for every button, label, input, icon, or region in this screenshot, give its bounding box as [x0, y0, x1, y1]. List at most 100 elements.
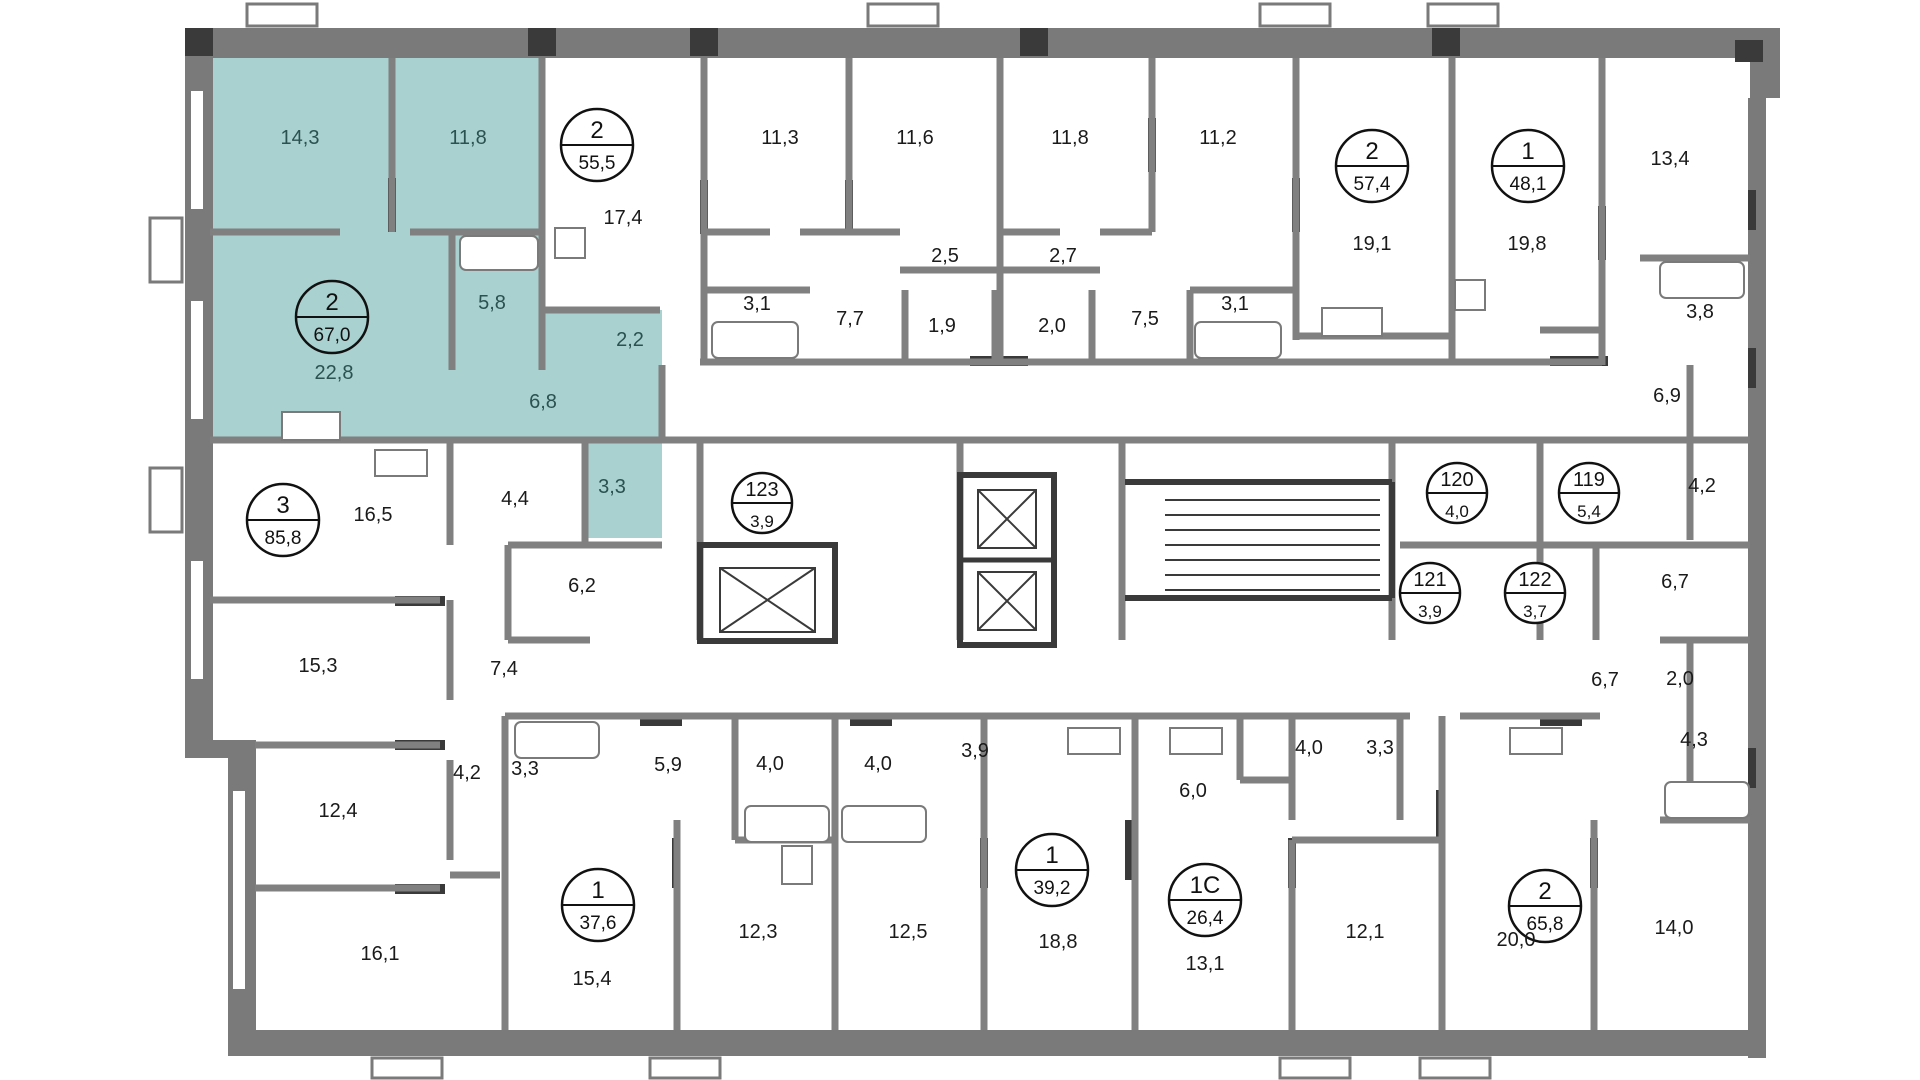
apartment-area: 67,0 — [314, 325, 351, 346]
room-area-label: 18,8 — [1039, 931, 1078, 953]
room-area-label: 2,0 — [1666, 668, 1694, 690]
room-area-label: 11,2 — [1199, 127, 1236, 149]
apartment-rooms: 120 — [1440, 469, 1473, 491]
room-area-label: 3,1 — [743, 293, 771, 315]
room-area-label: 4,3 — [1680, 729, 1708, 751]
room-area-label: 17,4 — [604, 207, 643, 229]
room-area-label: 12,4 — [319, 800, 358, 822]
apartment-marker-apt-1c-26[interactable]: 1С 26,4 — [1167, 862, 1243, 938]
room-area-label: 6,2 — [568, 575, 596, 597]
room-area-label: 7,4 — [490, 658, 518, 680]
room-area-label: 12,3 — [739, 921, 778, 943]
room-area-label: 6,7 — [1661, 571, 1689, 593]
apartment-marker-apt-2-65[interactable]: 265,8 — [1507, 868, 1583, 944]
apartment-marker-apt-2-57[interactable]: 257,4 — [1334, 128, 1410, 204]
room-area-label: 19,8 — [1508, 233, 1547, 255]
apartment-area: 55,5 — [579, 153, 616, 174]
room-area-label: 6,9 — [1653, 385, 1681, 407]
room-area-label: 3,1 — [1221, 293, 1249, 315]
apartment-rooms: 3 — [276, 492, 289, 519]
apartment-rooms: 122 — [1518, 569, 1551, 591]
room-area-label: 11,8 — [1051, 127, 1088, 149]
room-area-label: 12,5 — [889, 921, 928, 943]
apartment-marker-unit-122[interactable]: 122 3,7 — [1503, 561, 1567, 625]
elevator-core — [697, 472, 1395, 648]
apartment-rooms: 1С — [1190, 872, 1221, 899]
room-area-label: 15,3 — [299, 655, 338, 677]
room-area-label: 11,8 — [449, 127, 486, 149]
windows-top — [245, 2, 1500, 28]
room-area-label: 3,8 — [1686, 301, 1714, 323]
room-area-label: 16,5 — [354, 504, 393, 526]
apartment-rooms: 2 — [1538, 878, 1551, 905]
apartment-marker-apt-1-48[interactable]: 148,1 — [1490, 128, 1566, 204]
apartment-marker-unit-120[interactable]: 120 4,0 — [1425, 461, 1489, 525]
room-area-label: 3,3 — [511, 758, 539, 780]
apartment-marker-apt-3-85[interactable]: 385,8 — [245, 482, 321, 558]
apartment-area: 48,1 — [1510, 174, 1547, 195]
room-area-label: 11,6 — [896, 127, 933, 149]
apartment-marker-apt-2-55[interactable]: 255,5 — [559, 107, 635, 183]
room-area-label: 3,3 — [598, 476, 626, 498]
apartment-rooms: 2 — [325, 289, 338, 316]
room-area-label: 6,7 — [1591, 669, 1619, 691]
apartment-rooms: 119 — [1573, 469, 1605, 491]
interior-walls — [210, 58, 1750, 1030]
room-area-label: 5,8 — [478, 292, 506, 314]
room-area-label: 4,0 — [864, 753, 892, 775]
room-area-label: 2,7 — [1049, 245, 1077, 267]
apartment-area: 37,6 — [580, 913, 617, 934]
room-area-label: 5,9 — [654, 754, 682, 776]
apartment-area: 5,4 — [1577, 502, 1601, 521]
room-area-label: 20,0 — [1497, 929, 1536, 951]
room-area-label: 2,0 — [1038, 315, 1066, 337]
apartment-rooms: 1 — [591, 877, 604, 904]
apartment-area: 4,0 — [1445, 502, 1469, 521]
room-area-label: 4,0 — [756, 753, 784, 775]
apartment-area: 57,4 — [1354, 174, 1391, 195]
windows-left — [148, 89, 247, 991]
room-area-label: 12,1 — [1346, 921, 1385, 943]
apartment-area: 85,8 — [265, 528, 302, 549]
bathtubs — [459, 235, 1750, 843]
apartment-rooms: 1 — [1045, 842, 1058, 869]
room-area-label: 15,4 — [573, 968, 612, 990]
windows-bottom — [370, 1056, 1492, 1080]
sinks — [281, 227, 1563, 885]
apartment-marker-unit-121[interactable]: 121 3,9 — [1398, 561, 1462, 625]
room-area-label: 7,5 — [1131, 308, 1159, 330]
room-area-label: 6,0 — [1179, 780, 1207, 802]
apartment-rooms: 2 — [590, 117, 603, 144]
room-area-label: 4,2 — [453, 762, 481, 784]
apartment-marker-apt-1-37[interactable]: 137,6 — [560, 867, 636, 943]
room-area-label: 6,8 — [529, 391, 557, 413]
apartment-area: 3,9 — [1418, 602, 1442, 621]
room-area-label: 22,8 — [315, 362, 354, 384]
apartment-area: 3,9 — [750, 512, 774, 531]
apartment-marker-apt-1-39[interactable]: 139,2 — [1014, 832, 1090, 908]
room-area-label: 14,0 — [1655, 917, 1694, 939]
apartment-marker-unit-119[interactable]: 119 5,4 — [1557, 461, 1621, 525]
apartment-area: 26,4 — [1187, 908, 1224, 929]
room-area-label: 14,3 — [281, 127, 320, 149]
room-area-label: 3,9 — [961, 740, 989, 762]
room-area-label: 3,3 — [1366, 737, 1394, 759]
room-area-label: 4,4 — [501, 488, 529, 510]
apartment-rooms: 1 — [1521, 138, 1534, 165]
apartment-marker-apt-selected-2-67[interactable]: 267,0 — [294, 279, 370, 355]
room-area-label: 13,1 — [1186, 953, 1225, 975]
room-area-label: 7,7 — [836, 308, 864, 330]
apartment-area: 65,8 — [1527, 914, 1564, 935]
room-area-label: 1,9 — [928, 315, 956, 337]
apartment-area: 39,2 — [1034, 878, 1071, 899]
room-area-label: 2,5 — [931, 245, 959, 267]
room-area-label: 4,0 — [1295, 737, 1323, 759]
apartment-rooms: 121 — [1413, 569, 1446, 591]
room-area-label: 2,2 — [616, 329, 644, 351]
room-area-label: 13,4 — [1651, 148, 1690, 170]
apartment-area: 3,7 — [1523, 602, 1547, 621]
